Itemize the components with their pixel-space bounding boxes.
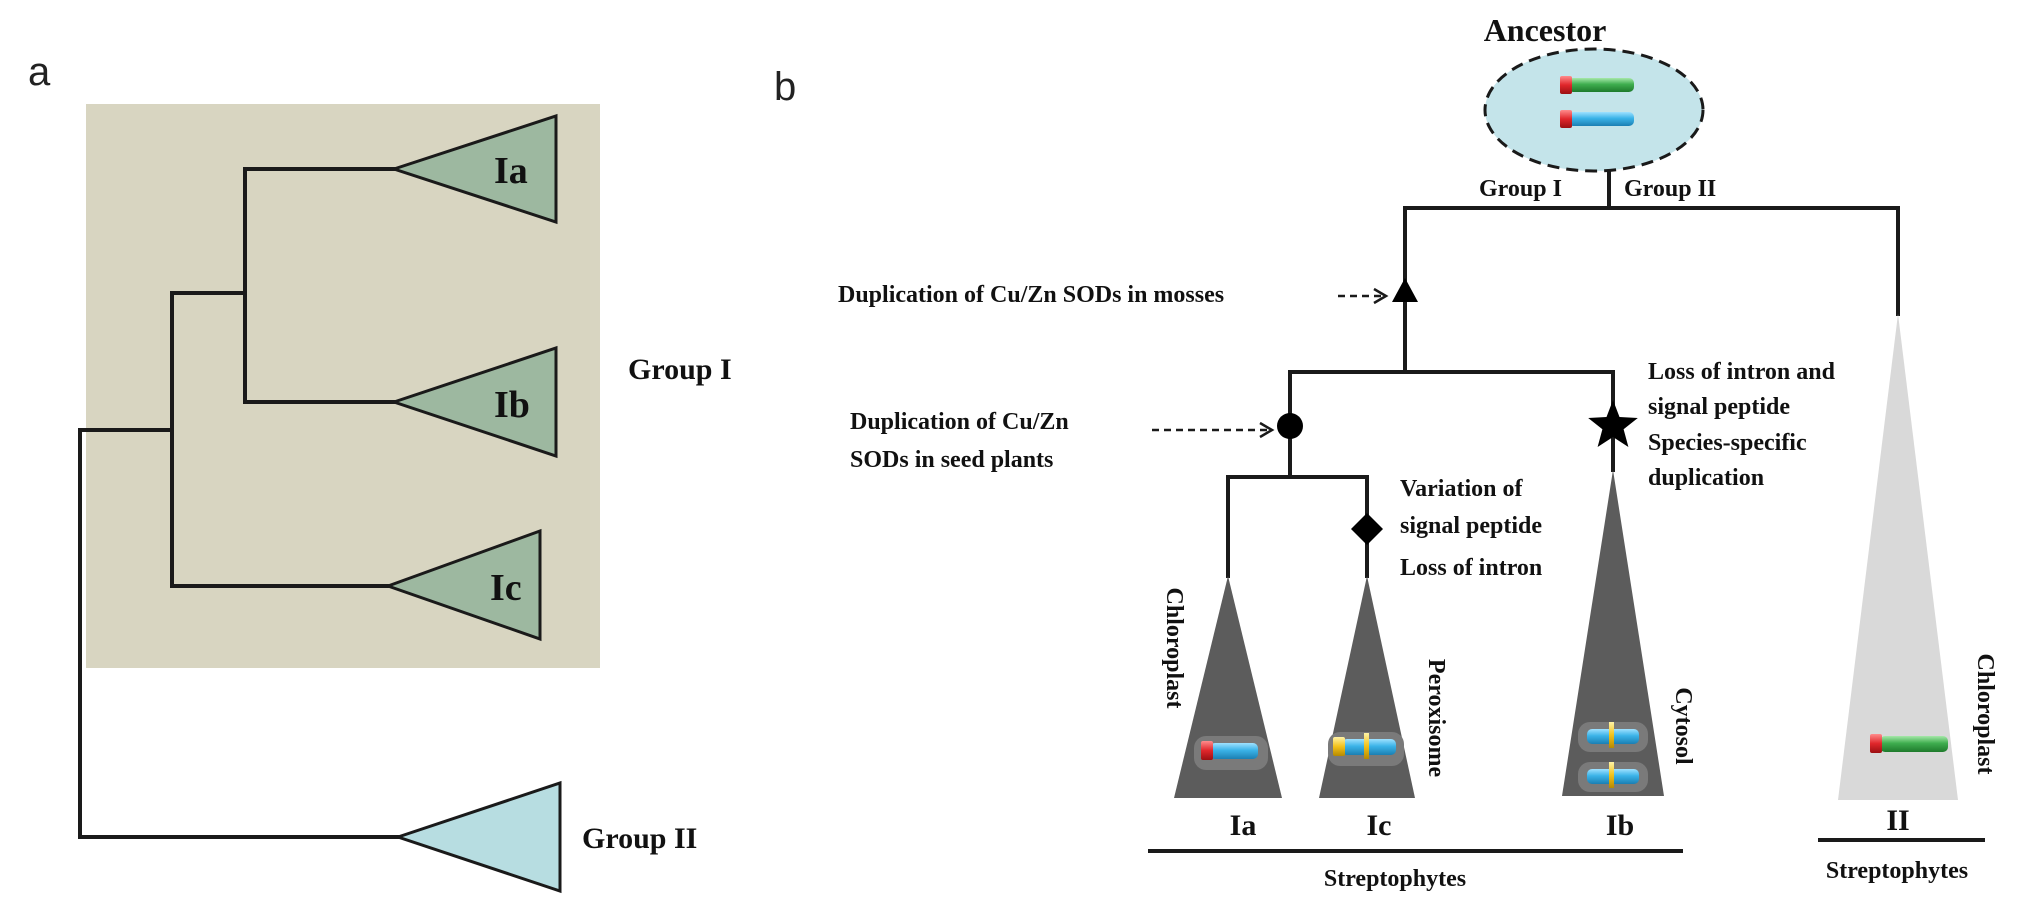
clade-group-ii-triangle (393, 780, 562, 894)
group-i-base-label: Streptophytes (1324, 866, 1466, 892)
clade-ib-triangle (389, 345, 558, 459)
exon-green-bar (1880, 736, 1948, 752)
star-marker (1588, 400, 1638, 447)
signal-peptide-box (1870, 734, 1882, 753)
ancestor-label: Ancestor (1484, 12, 1607, 48)
intron-marker (1609, 722, 1614, 748)
ia-ic-split-branch (1226, 475, 1369, 578)
clade-ib-label: Ib (494, 384, 530, 426)
clade-ia-triangle (389, 113, 558, 225)
branch-root (78, 428, 400, 839)
exon-blue-bar (1568, 112, 1634, 126)
loss-label-line2: signal peptide (1648, 394, 1790, 420)
mosses-arrow (1338, 287, 1389, 305)
gene-ic (1328, 732, 1404, 766)
exon-green-bar (1568, 78, 1634, 92)
variation-label-line3: Loss of intron (1400, 555, 1542, 581)
signal-peptide-box (1560, 76, 1572, 94)
gene-ii (1870, 734, 1948, 753)
ancestor-gene-1 (1560, 76, 1634, 94)
group-split-branch (1403, 206, 1900, 374)
group-ii-base-label: Streptophytes (1826, 858, 1968, 884)
intron-marker (1609, 762, 1614, 788)
loss-label-line1: Loss of intron and (1648, 359, 1836, 385)
signal-peptide-box (1560, 110, 1572, 128)
branch-ia-ib (243, 167, 396, 404)
localization-ii-label: Chloroplast (1972, 654, 1998, 775)
mosses-duplication-label: Duplication of Cu/Zn SODs in mosses (838, 282, 1224, 308)
variation-label-line1: Variation of (1400, 476, 1523, 502)
group-i-label: Group I (628, 353, 732, 386)
group-i-branch-label: Group I (1479, 176, 1562, 202)
exon-blue-bar (1210, 743, 1258, 759)
signal-peptide-box (1201, 741, 1213, 760)
branch-ab-c (170, 291, 396, 588)
group-ii-label: Group II (582, 822, 697, 855)
ancestor-ellipse (1483, 47, 1705, 173)
clade-ic-triangle (383, 528, 542, 642)
seed-duplication-label-line2: SODs in seed plants (850, 447, 1053, 473)
localization-ia-label: Chloroplast (1161, 588, 1187, 709)
leaf-ib-label: Ib (1606, 809, 1634, 842)
group-i-split-branch (1288, 370, 1615, 472)
leaf-ii-label: II (1886, 804, 1909, 837)
signal-peptide-box (1333, 737, 1345, 756)
panel-b: b Ancestor Group I Group II (774, 12, 1998, 892)
panel-a-letter: a (28, 50, 51, 94)
clade-ib-triangle (1562, 470, 1664, 796)
triangle-marker (1392, 278, 1418, 302)
panel-a-tree (78, 167, 400, 839)
panel-a: a Ia Ib Ic Group I Group II (28, 50, 732, 894)
gene-ia (1194, 736, 1268, 770)
panel-b-letter: b (774, 65, 796, 109)
clade-ia-label: Ia (494, 150, 528, 192)
seed-duplication-label-line1: Duplication of Cu/Zn (850, 409, 1069, 435)
intron-marker (1364, 733, 1369, 759)
arrow-head-icon (1373, 287, 1389, 305)
gene-ib (1578, 722, 1648, 792)
seed-plants-arrow (1152, 421, 1275, 439)
leaf-ic-label: Ic (1367, 809, 1392, 842)
loss-label-line4: duplication (1648, 465, 1764, 491)
loss-label-line3: Species-specific (1648, 430, 1807, 456)
clade-ic-label: Ic (490, 567, 522, 609)
clade-ii-triangle (1838, 314, 1958, 800)
diamond-marker (1351, 513, 1383, 545)
arrow-head-icon (1259, 421, 1275, 439)
group-ii-branch-label: Group II (1624, 176, 1716, 202)
localization-ic-label: Peroxisome (1423, 659, 1449, 778)
circle-marker (1277, 413, 1303, 439)
localization-ib-label: Cytosol (1670, 687, 1696, 765)
variation-label-line2: signal peptide (1400, 513, 1542, 539)
ancestor-gene-2 (1560, 110, 1634, 128)
leaf-ia-label: Ia (1230, 809, 1257, 842)
